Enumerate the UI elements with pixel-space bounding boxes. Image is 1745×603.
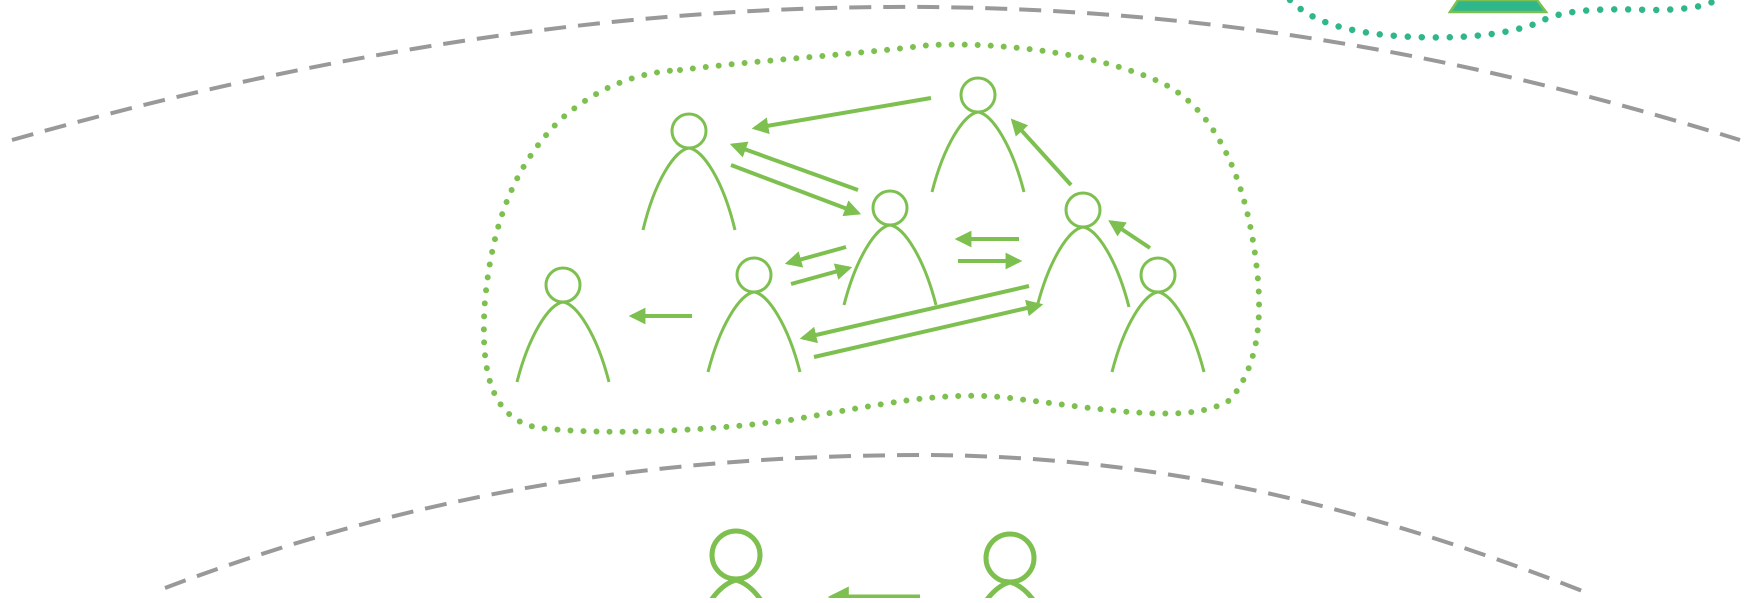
inner-group-boundary — [480, 41, 1263, 435]
outer-group-person-icon — [1447, 0, 1549, 14]
arrow-icon — [1108, 220, 1152, 250]
arrow-icon — [799, 284, 1030, 344]
arrow-icon — [751, 96, 932, 135]
person-icon — [1110, 256, 1206, 373]
arrow-icon — [813, 299, 1044, 359]
lower-ring — [164, 452, 1586, 594]
arrow-icon — [1010, 118, 1073, 187]
person-icon — [1035, 191, 1131, 308]
person-icon — [641, 112, 737, 231]
person-icon — [981, 531, 1039, 603]
upper-ring — [11, 4, 1741, 142]
person-icon — [930, 76, 1026, 193]
person-icon — [515, 266, 611, 383]
person-icon — [842, 189, 938, 306]
person-icon — [706, 256, 802, 373]
outer-group-boundary — [1286, 0, 1719, 41]
arrow-icon — [730, 163, 862, 217]
arrow-icon — [729, 141, 859, 192]
person-icon — [706, 528, 766, 603]
arrow-icon — [790, 263, 853, 286]
arrow-icon — [784, 245, 847, 268]
